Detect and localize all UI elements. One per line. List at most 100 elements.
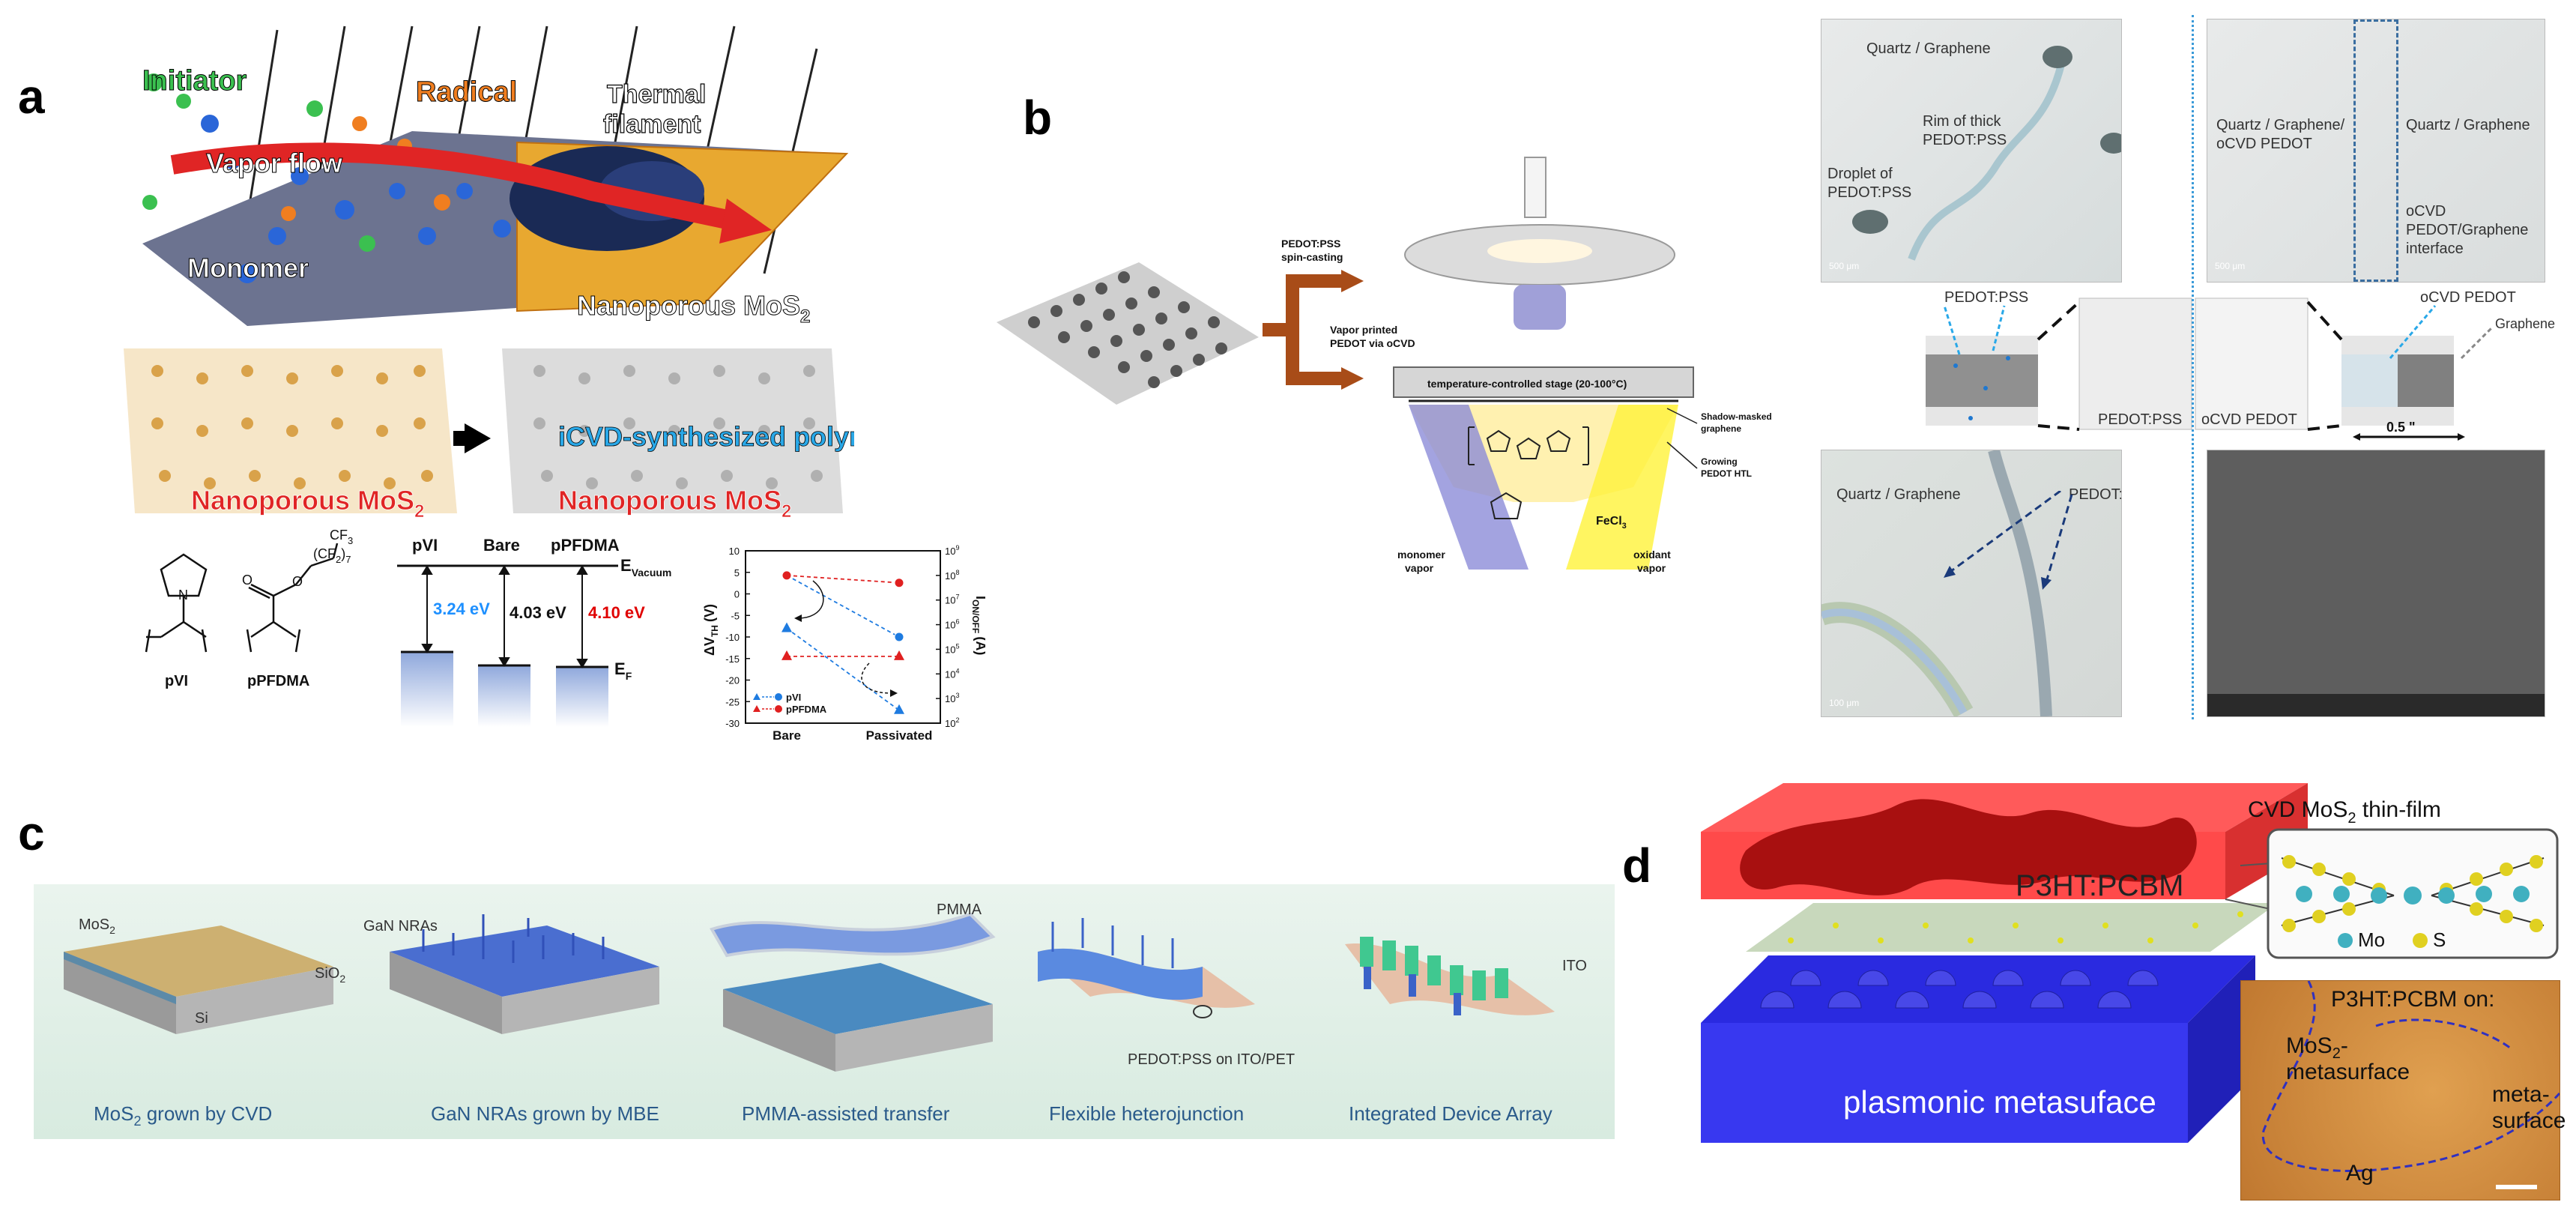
p3ht-domains <box>1740 799 2197 896</box>
meta-label-1: meta- <box>2492 1082 2550 1107</box>
mos2-meta-label-1: MoS2- <box>2286 1033 2348 1062</box>
legend-mo: Mo <box>2358 928 2385 951</box>
y2-tick-label: 107 <box>945 594 959 606</box>
legend-circle <box>775 693 782 701</box>
caption-1: MoS2 grown by CVD <box>94 1102 272 1129</box>
c-mos2-label: MoS2 <box>79 916 115 936</box>
monomer-vapor-label-1: monomer <box>1397 549 1445 561</box>
nanoporous-lattice-left <box>124 348 457 513</box>
bl-arrows <box>1944 491 2073 590</box>
col-ppfdma: pPFDMA <box>551 536 620 555</box>
micrograph-top-left: Quartz / Graphene Rim of thick PEDOT:PSS… <box>1821 19 2122 283</box>
e-vacuum-label: EVacuum <box>620 556 671 579</box>
panel-a-letter: a <box>18 70 45 124</box>
step-flexible-heterojunction <box>1038 918 1255 1018</box>
panel-b-letter: b <box>1023 91 1053 145</box>
micrograph-top-right: Quartz / Graphene/ oCVD PEDOT Quartz / G… <box>2207 19 2545 283</box>
legend-circle <box>775 705 782 713</box>
y2-tick-label: 106 <box>945 618 959 631</box>
y2-tick-label: 109 <box>945 544 959 557</box>
cvd-title: CVD MoS2 thin-film <box>2248 797 2441 827</box>
growing-label-2: PEDOT HTL <box>1701 468 1752 479</box>
y-tick-label: -15 <box>725 653 740 665</box>
thermal-label-2: filament <box>603 110 701 139</box>
nanoporous-left-label: Nanoporous MoS2 <box>191 485 424 522</box>
spin-label-2: spin-casting <box>1281 251 1343 263</box>
mos2-crystal-inset: Mo S <box>2267 828 2559 959</box>
imidazole-ring <box>160 553 208 597</box>
tr-scale: 500 μm <box>2215 261 2246 271</box>
monomer-label: Monomer <box>187 253 309 283</box>
sem-info-bar <box>2207 694 2545 716</box>
x-tick-label: Bare <box>773 728 801 743</box>
point-pVI-triangle <box>781 622 792 632</box>
tr-iface-2: PEDOT/Graphene <box>2406 222 2529 238</box>
bl-pedot: PEDOT:PSS <box>2069 486 2122 503</box>
c-sio2-label: SiO2 <box>315 965 345 985</box>
pedot-structure <box>1468 426 1589 519</box>
point-pVI-triangle <box>894 704 904 714</box>
ppfdma-label: pPFDMA <box>247 673 309 689</box>
monomer-vapor-cone <box>1409 405 1529 570</box>
plasmonic-label: plasmonic metasuface <box>1843 1084 2156 1120</box>
tr-left-2: oCVD PEDOT <box>2216 136 2312 152</box>
tr-left-1: Quartz / Graphene/ <box>2216 117 2345 133</box>
p3ht-on-label: P3HT:PCBM on: <box>2331 987 2495 1012</box>
tl-droplet-1: Droplet of <box>1827 166 1893 182</box>
stage-label: temperature-controlled stage (20-100°C) <box>1427 378 1627 390</box>
chart-frame <box>745 550 941 724</box>
meta-label-2: surface <box>2492 1108 2566 1133</box>
y-tick-label: 5 <box>734 567 740 579</box>
vapor-flow-arrow <box>170 142 737 231</box>
step-gan-mbe <box>390 914 659 1034</box>
series-line-pPFDMA-right <box>786 574 900 584</box>
y-tick-label: -5 <box>731 610 740 621</box>
temperature-stage <box>1393 366 1694 398</box>
legend-triangle <box>753 705 761 712</box>
y-tick-label: 10 <box>729 546 740 557</box>
panel-a-icvd-illustration: Initiator Radical Thermal filament Vapor… <box>124 25 854 522</box>
arrow-right-axis <box>861 662 892 694</box>
spin-label-1: PEDOT:PSS <box>1281 238 1340 250</box>
nanoporous-lattice-right <box>502 348 843 513</box>
caption-3: PMMA-assisted transfer <box>742 1102 950 1125</box>
point-pVI-circle <box>894 632 904 642</box>
thermal-label-1: Thermal <box>607 80 706 109</box>
polymer-structures: N O O CF3 (CF2)7 pVI pPFDMA <box>145 528 353 689</box>
caption-2: GaN NRAs grown by MBE <box>431 1102 659 1125</box>
series-line-pVI-left <box>786 627 900 711</box>
point-pPFDMA-triangle <box>781 650 792 660</box>
x-tick-label: Passivated <box>866 728 933 743</box>
arrow-left-head <box>794 614 802 622</box>
y-tick-label: 0 <box>734 589 740 600</box>
metasurface-top <box>1701 955 2255 1023</box>
ag-label: Ag <box>2346 1161 2374 1186</box>
pvi-label: pVI <box>165 673 188 689</box>
y-tick-label: -30 <box>725 718 740 729</box>
tr-right: Quartz / Graphene <box>2406 117 2530 133</box>
metasurface-domes <box>1760 970 2159 1009</box>
interface-dashed-box <box>2353 19 2398 282</box>
growing-label-1: Growing <box>1701 456 1738 467</box>
bl-title: Quartz / Graphene <box>1836 486 1961 503</box>
legend-label: pPFDMA <box>786 704 827 715</box>
value-ppfdma: 4.10 eV <box>588 603 645 622</box>
legend-s: S <box>2433 928 2446 951</box>
panel-c-process-steps: MoS2 SiO2 Si GaN NRAs PMMA PEDOT:PSS on … <box>64 902 1587 1129</box>
micrograph-bottom-left: Quartz / Graphene PEDOT:PSS 100 μm <box>1821 450 2122 717</box>
mos2-meta-label-2: metasurface <box>2286 1060 2410 1084</box>
oxidant-label-2: vapor <box>1637 562 1666 574</box>
bl-scale: 100 μm <box>1829 698 1860 708</box>
transform-arrow <box>465 423 491 453</box>
panel-b-divider <box>2192 15 2194 719</box>
point-pPFDMA-circle <box>894 578 904 588</box>
chart-y2-label: ION/OFF(A) <box>970 596 985 655</box>
arrow-right-head <box>890 689 898 697</box>
sample-photo-strip: PEDOT:PSS PEDOT:PSS oCVD PEDOT oCVD PEDO… <box>1926 289 2555 441</box>
legend-triangle <box>753 693 761 700</box>
graphene-sheet <box>997 262 1259 405</box>
spin-coater <box>1404 157 1675 330</box>
nanoporous-top-label: Nanoporous MoS2 <box>577 290 810 327</box>
atom-n: N <box>178 588 188 603</box>
e-f-label: EF <box>614 659 632 682</box>
